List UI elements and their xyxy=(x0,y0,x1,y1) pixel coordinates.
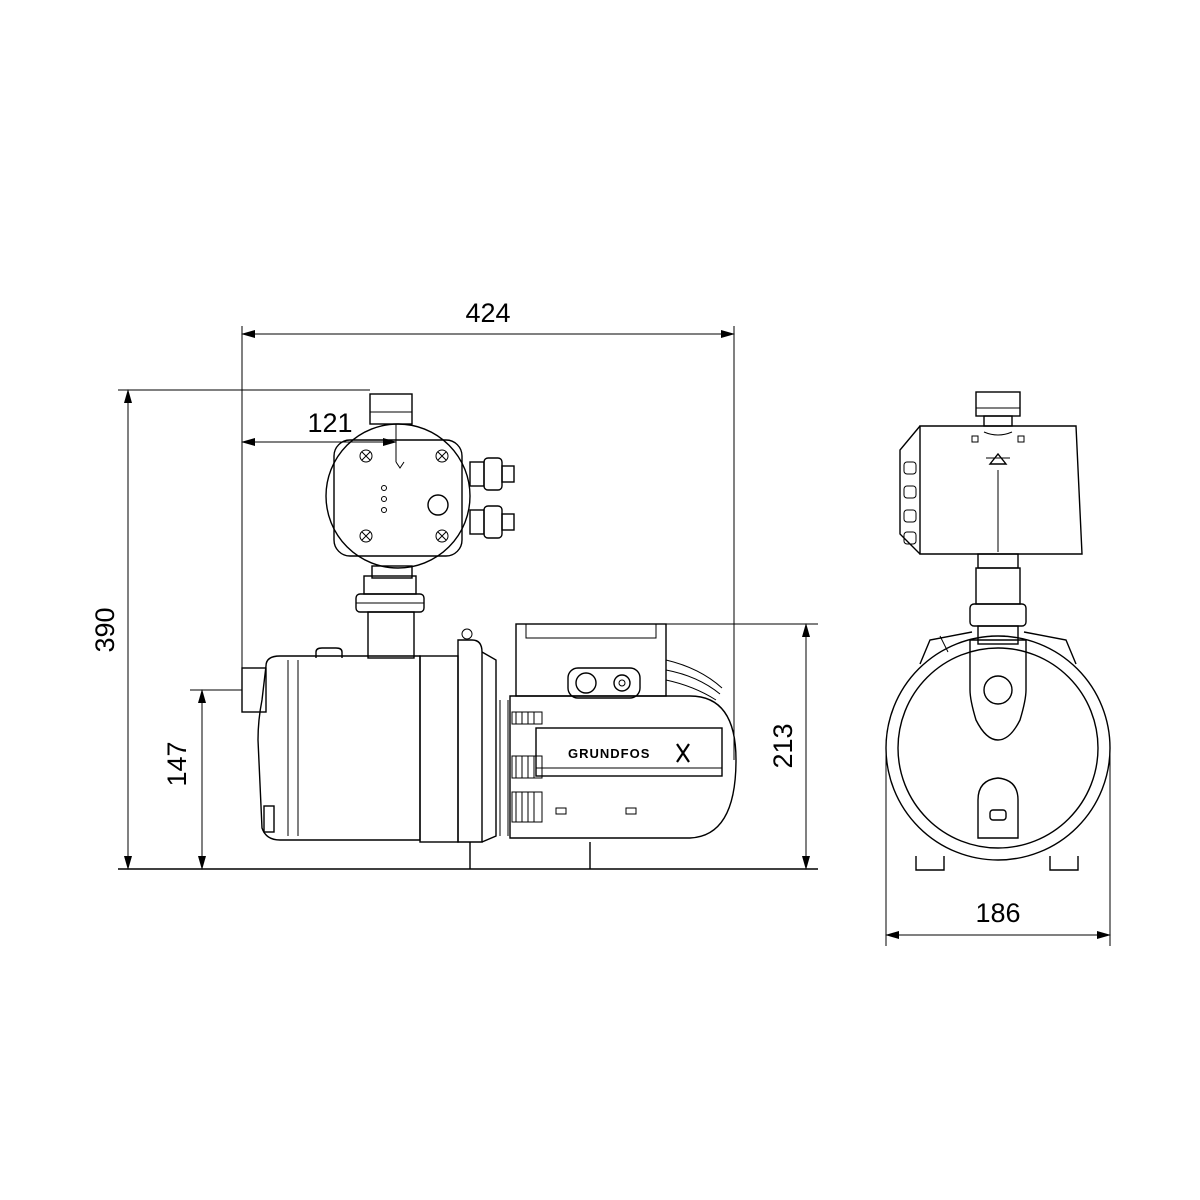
housing-flange xyxy=(419,655,459,843)
controller-face xyxy=(333,439,463,557)
controller-body xyxy=(325,423,471,569)
front-controller-buttons xyxy=(903,461,917,545)
pump-housing xyxy=(257,655,421,841)
cable-gland xyxy=(567,667,641,699)
controller-cable-glands xyxy=(469,457,515,539)
brand-logo-icon xyxy=(676,743,690,763)
front-controller-side xyxy=(899,425,921,555)
terminal-box xyxy=(515,623,667,697)
front-feet xyxy=(915,856,1079,871)
dim-overall-length: 424 xyxy=(465,298,510,328)
front-outlet xyxy=(969,639,1027,741)
motor-ribs xyxy=(499,700,543,836)
front-controller xyxy=(919,425,1083,555)
front-pump-body xyxy=(885,635,1111,861)
dim-motor-height: 213 xyxy=(768,723,798,768)
priming-plug xyxy=(315,647,343,658)
front-view: 186 xyxy=(885,391,1111,946)
brand-label: GRUNDFOS xyxy=(568,746,650,761)
outlet-pipe xyxy=(367,611,415,659)
controller-top-fitting xyxy=(369,393,413,425)
front-union-nut xyxy=(969,603,1027,627)
inlet-stub xyxy=(241,667,267,713)
motor-nameplate xyxy=(535,727,723,777)
motor-body xyxy=(509,695,737,839)
motor-flange xyxy=(457,639,483,843)
controller-button xyxy=(427,494,449,516)
foot xyxy=(469,842,591,869)
dim-inlet-height: 147 xyxy=(162,741,192,786)
flow-arrow-icon xyxy=(988,452,1008,465)
side-view: GRUNDFOS xyxy=(90,298,818,870)
front-drain-plug xyxy=(977,777,1019,839)
dim-outlet-offset: 121 xyxy=(307,408,352,438)
union-body xyxy=(363,575,417,595)
front-top-fitting xyxy=(975,391,1021,417)
dim-overall-height: 390 xyxy=(90,607,120,652)
dim-width: 186 xyxy=(975,898,1020,928)
